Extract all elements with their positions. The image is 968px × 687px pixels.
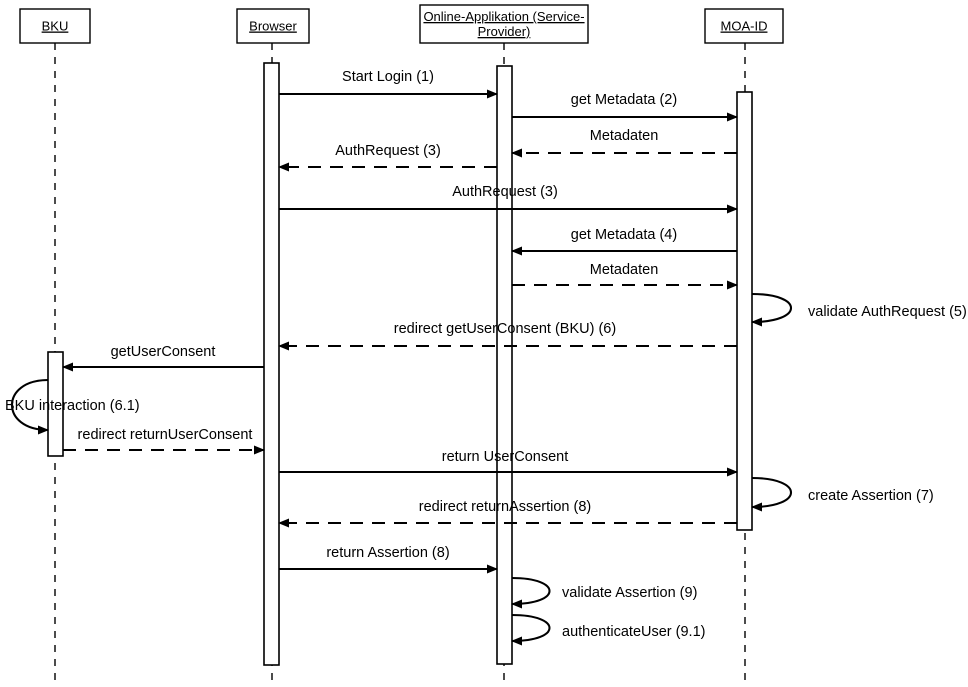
participant-label-onlineapp: Online-Applikation (Service- [423, 9, 584, 24]
message-label-8: redirect getUserConsent (BKU) (6) [394, 321, 616, 337]
self-message-6.1[interactable]: BKU interaction (6.1) [5, 378, 140, 435]
participant-label-browser: Browser [249, 19, 297, 34]
participant-label-moaid: MOA-ID [721, 19, 768, 34]
activation-bar-bku [47, 351, 64, 457]
message-label-2: get Metadata (2) [571, 92, 677, 108]
self-message-arrow-7 [751, 476, 793, 512]
activation-bar-browser [263, 62, 280, 666]
participant-head-browser[interactable]: Browser [236, 8, 310, 44]
participant-box-browser [236, 8, 310, 44]
message-7[interactable]: Metadaten [512, 262, 738, 290]
participant-head-moaid[interactable]: MOA-ID [704, 8, 784, 44]
participant-heads-layer: BKU Browser Online-Applikation (Service-Pr… [19, 4, 784, 44]
activations-layer [47, 62, 753, 666]
message-13[interactable]: return Assertion (8) [279, 545, 498, 574]
participant-box-onlineapp [419, 4, 589, 44]
message-4[interactable]: AuthRequest (3) [278, 143, 497, 172]
self-message-arrow-9.1 [511, 613, 551, 646]
message-1[interactable]: Start Login (1) [279, 69, 498, 99]
self-message-7[interactable]: create Assertion (7) [751, 476, 934, 512]
self-message-label-9.1: authenticateUser (9.1) [562, 624, 705, 640]
message-label-9: getUserConsent [111, 344, 216, 360]
message-label-6: get Metadata (4) [571, 227, 677, 243]
self-message-label-9: validate Assertion (9) [562, 585, 697, 601]
message-8[interactable]: redirect getUserConsent (BKU) (6) [278, 321, 737, 351]
message-label-7: Metadaten [590, 262, 659, 278]
message-3[interactable]: Metadaten [511, 128, 737, 158]
participant-box-moaid [704, 8, 784, 44]
message-label-13: return Assertion (8) [326, 545, 449, 561]
messages-layer: Start Login (1) get Metadata (2) Metadaten… [62, 69, 738, 574]
message-label-12: redirect returnAssertion (8) [419, 499, 591, 515]
self-message-label-7: create Assertion (7) [808, 488, 934, 504]
self-message-arrow-9 [511, 576, 551, 609]
message-label-5: AuthRequest (3) [452, 184, 558, 200]
message-label-4: AuthRequest (3) [335, 143, 441, 159]
self-message-label-5: validate AuthRequest (5) [808, 304, 967, 320]
participant-head-bku[interactable]: BKU [19, 8, 91, 44]
participant-label-onlineapp: Provider) [478, 24, 531, 39]
participant-label-bku: BKU [42, 19, 69, 34]
activation-bar-onlineapp [496, 65, 513, 665]
message-label-3: Metadaten [590, 128, 659, 144]
self-message-label-6.1: BKU interaction (6.1) [5, 398, 140, 414]
message-label-10: redirect returnUserConsent [78, 427, 253, 443]
message-10[interactable]: redirect returnUserConsent [63, 427, 265, 455]
self-message-9.1[interactable]: authenticateUser (9.1) [511, 613, 705, 646]
message-12[interactable]: redirect returnAssertion (8) [278, 499, 737, 528]
message-label-11: return UserConsent [442, 449, 569, 465]
self-message-9[interactable]: validate Assertion (9) [511, 576, 697, 609]
participant-box-bku [19, 8, 91, 44]
message-label-1: Start Login (1) [342, 69, 434, 85]
self-messages-layer: validate AuthRequest (5) BKU interaction … [5, 292, 967, 646]
message-9[interactable]: getUserConsent [62, 344, 264, 372]
self-message-5[interactable]: validate AuthRequest (5) [751, 292, 967, 327]
activation-bar-moaid [736, 91, 753, 531]
message-6[interactable]: get Metadata (4) [511, 227, 737, 256]
message-5[interactable]: AuthRequest (3) [279, 184, 738, 214]
message-2[interactable]: get Metadata (2) [512, 92, 738, 122]
message-11[interactable]: return UserConsent [279, 449, 738, 477]
self-message-arrow-5 [751, 292, 793, 327]
participant-head-onlineapp[interactable]: Online-Applikation (Service-Provider) [419, 4, 589, 44]
self-message-arrow-6.1 [11, 378, 49, 435]
